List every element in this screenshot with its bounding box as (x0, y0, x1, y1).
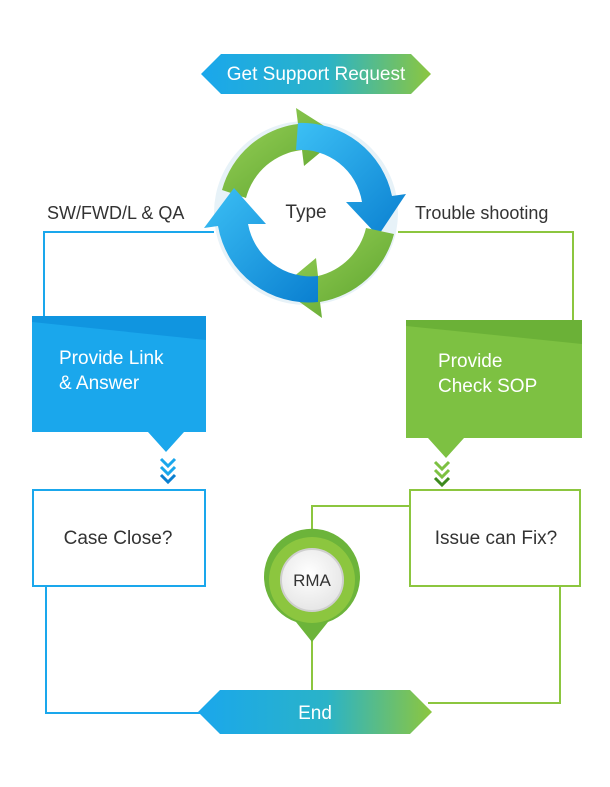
type-cycle: Type (204, 108, 406, 318)
left-branch-label: SW/FWD/L & QA (47, 203, 184, 223)
cycle-label: Type (285, 202, 326, 223)
rma-pin[interactable]: RMA (264, 528, 360, 642)
start-label: Get Support Request (227, 64, 406, 85)
right-branch-line (398, 231, 574, 320)
right-box-line1: Provide (438, 351, 502, 372)
right-to-end-line (428, 586, 561, 704)
right-chevron-down-icon (433, 460, 451, 488)
left-to-end-line (45, 586, 222, 714)
right-decision-box[interactable]: Issue can Fix? (409, 489, 581, 587)
left-process-box[interactable]: Provide Link & Answer (32, 316, 206, 452)
left-branch-line (43, 231, 214, 318)
end-banner[interactable]: End (198, 690, 432, 734)
right-box-line2: Check SOP (438, 376, 537, 397)
left-chevron-down-icon (159, 457, 177, 485)
cycle-arrow-right-icon (296, 122, 406, 236)
start-banner[interactable]: Get Support Request (201, 54, 431, 94)
right-process-box[interactable]: Provide Check SOP (406, 320, 582, 458)
end-label: End (298, 703, 332, 724)
cycle-arrow-left-icon (204, 188, 318, 303)
left-decision-box[interactable]: Case Close? (32, 489, 206, 587)
left-box-line2: & Answer (59, 373, 140, 394)
left-box-line1: Provide Link (59, 348, 164, 369)
rma-label: RMA (293, 571, 331, 590)
right-decision-label: Issue can Fix? (435, 528, 558, 549)
right-branch-label: Trouble shooting (415, 203, 548, 223)
left-decision-label: Case Close? (64, 528, 173, 549)
